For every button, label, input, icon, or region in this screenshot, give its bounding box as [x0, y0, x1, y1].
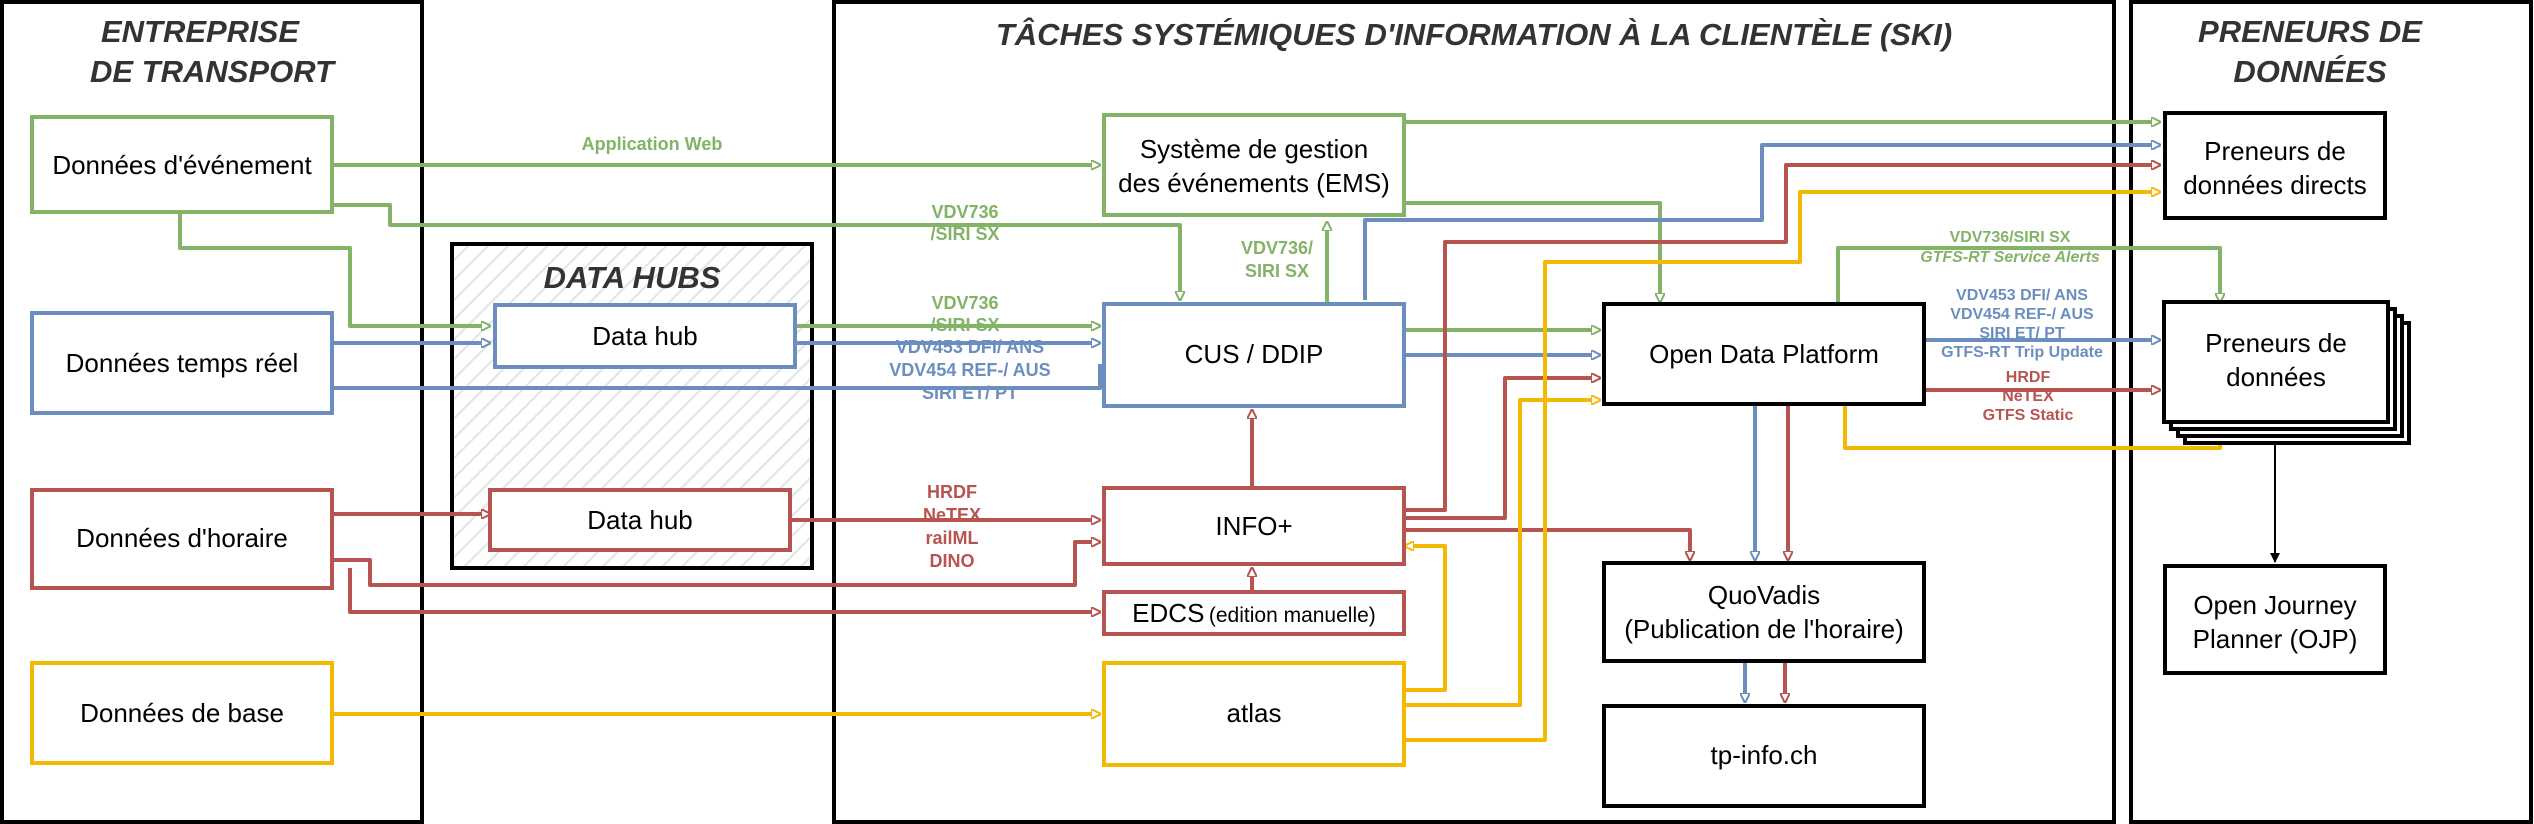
label-odp-alerts-2: GTFS-RT Service Alerts [1920, 249, 2100, 266]
source-events-label: Données d'événement [52, 150, 312, 180]
lane-consumers-title-1: PRENEURS DE [2198, 14, 2423, 49]
label-odp-alerts-1: VDV736/SIRI SX [1950, 229, 2071, 246]
edge-atlas-direct [1405, 192, 2160, 742]
system-tpinfo[interactable]: tp-info.ch [1602, 704, 1926, 808]
system-info-plus[interactable]: INFO+ [1102, 486, 1406, 566]
lane-transport [0, 0, 424, 824]
system-tpinfo-label: tp-info.ch [1711, 740, 1818, 770]
system-ems-label-1: Système de gestion [1140, 134, 1368, 164]
label-odp-rt-4: GTFS-RT Trip Update [1941, 344, 2103, 361]
edge-atlas-info [1405, 546, 1447, 692]
lane-ski [832, 0, 2116, 824]
system-edcs[interactable]: EDCS (edition manuelle) [1102, 590, 1406, 636]
edge-tt-edcs [348, 568, 1100, 612]
system-cus-label: CUS / DDIP [1185, 339, 1324, 369]
edge-info-direct [1405, 165, 2160, 512]
consumer-ojp-label-1: Open Journey [2193, 590, 2356, 620]
label-tt-4: DINO [930, 551, 975, 571]
consumer-ojp-label-2: Planner (OJP) [2193, 624, 2358, 654]
label-vdv736-ems-1: VDV736/ [1241, 238, 1313, 258]
system-edcs-text: EDCS (edition manuelle) [1132, 598, 1376, 628]
system-quovadis-label-2: (Publication de l'horaire) [1624, 614, 1904, 644]
lane-consumers-title-2: DONNÉES [2233, 54, 2387, 89]
system-edcs-note: (edition manuelle) [1209, 604, 1376, 627]
consumer-direct-label-1: Preneurs de [2204, 136, 2346, 166]
label-odp-rt-1: VDV453 DFI/ ANS [1956, 287, 2088, 304]
label-vdv736-ems: VDV736/ SIRI SX [1241, 238, 1313, 281]
label-odp-static-1: HRDF [2006, 369, 2051, 386]
consumer-direct[interactable]: Preneurs de données directs [2163, 111, 2387, 220]
system-quovadis[interactable]: QuoVadis (Publication de l'horaire) [1602, 561, 1926, 663]
lane-consumers [2129, 0, 2533, 824]
source-events[interactable]: Données d'événement [30, 115, 334, 214]
source-realtime-label: Données temps réel [66, 348, 299, 378]
source-base[interactable]: Données de base [30, 661, 334, 765]
source-timetable[interactable]: Données d'horaire [30, 488, 334, 590]
stack-layer-top [2162, 300, 2390, 424]
lane-transport-title-1: ENTREPRISE [101, 14, 300, 49]
data-hub-timetable[interactable]: Data hub [488, 488, 792, 552]
label-vdv736-a-2: /SIRI SX [930, 224, 999, 244]
system-odp-label: Open Data Platform [1649, 339, 1879, 369]
label-odp-rt-2: VDV454 REF-/ AUS [1950, 306, 2094, 323]
label-vdv736-b: VDV736 /SIRI SX [930, 293, 999, 335]
label-app-web: Application Web [582, 134, 723, 154]
system-cus[interactable]: CUS / DDIP [1102, 302, 1406, 408]
label-timetable-formats: HRDF NeTEX railML DINO [923, 482, 981, 571]
label-odp-static-3: GTFS Static [1983, 407, 2074, 424]
label-vdv736-a-1: VDV736 [931, 202, 998, 222]
label-vdv736-ems-2: SIRI SX [1245, 261, 1309, 281]
label-tt-3: railML [925, 528, 978, 548]
system-edcs-label: EDCS [1132, 598, 1204, 628]
edge-atlas-odp [1405, 400, 1600, 707]
source-base-label: Données de base [80, 698, 284, 728]
label-vdv453-3: SIRI ET/ PT [922, 383, 1018, 403]
source-timetable-label: Données d'horaire [76, 523, 288, 553]
lane-ski-title: TÂCHES SYSTÉMIQUES D'INFORMATION À LA CL… [996, 16, 1952, 52]
system-atlas-label: atlas [1227, 698, 1282, 728]
edge-rt-cus [332, 364, 1102, 390]
label-odp-rt-3: SIRI ET/ PT [1979, 325, 2065, 342]
system-ems[interactable]: Système de gestion des événements (EMS) [1102, 113, 1406, 217]
label-tt-2: NeTEX [923, 505, 981, 525]
consumer-ojp[interactable]: Open Journey Planner (OJP) [2163, 564, 2387, 675]
label-vdv736-b-1: VDV736 [931, 293, 998, 313]
label-vdv736-a: VDV736 /SIRI SX [930, 202, 999, 244]
consumer-direct-label-2: données directs [2183, 170, 2367, 200]
label-vdv736-b-2: /SIRI SX [930, 315, 999, 335]
data-hub-realtime[interactable]: Data hub [493, 303, 797, 369]
edge-info-odp [1405, 378, 1600, 520]
system-info-plus-label: INFO+ [1215, 511, 1292, 541]
consumer-general-label-2: données [2226, 362, 2326, 392]
system-odp[interactable]: Open Data Platform [1602, 302, 1926, 406]
label-odp-rt: VDV453 DFI/ ANS VDV454 REF-/ AUS SIRI ET… [1941, 287, 2103, 361]
label-vdv453-1: VDV453 DFI/ ANS [896, 337, 1044, 357]
system-ems-label-2: des événements (EMS) [1118, 168, 1390, 198]
label-odp-static: HRDF NeTEX GTFS Static [1983, 369, 2074, 424]
consumer-general-stack[interactable]: Preneurs de données [2162, 300, 2411, 445]
system-atlas[interactable]: atlas [1102, 661, 1406, 767]
edge-tt-info [332, 542, 1100, 587]
data-hub-timetable-label: Data hub [587, 505, 693, 535]
label-odp-alerts: VDV736/SIRI SX GTFS-RT Service Alerts [1920, 229, 2100, 266]
source-realtime[interactable]: Données temps réel [30, 311, 334, 415]
edge-cus-direct [1363, 145, 2160, 300]
label-vdv453-2: VDV454 REF-/ AUS [889, 360, 1050, 380]
edge-info-quovadis [1405, 528, 1690, 560]
system-quovadis-label-1: QuoVadis [1708, 580, 1820, 610]
label-odp-static-2: NeTEX [2002, 388, 2054, 405]
label-vdv453: VDV453 DFI/ ANS VDV454 REF-/ AUS SIRI ET… [889, 337, 1050, 403]
edge-ems-odp [1405, 201, 1660, 302]
consumer-general-label-1: Preneurs de [2205, 328, 2347, 358]
data-hubs-title: DATA HUBS [544, 260, 721, 295]
edge-events-hub [178, 212, 490, 326]
label-tt-1: HRDF [927, 482, 977, 502]
lane-transport-title-2: DE TRANSPORT [90, 54, 337, 89]
edge-odp-consumers-green [1836, 246, 2220, 302]
data-hub-realtime-label: Data hub [592, 321, 698, 351]
edge-events-cus [332, 203, 1180, 300]
